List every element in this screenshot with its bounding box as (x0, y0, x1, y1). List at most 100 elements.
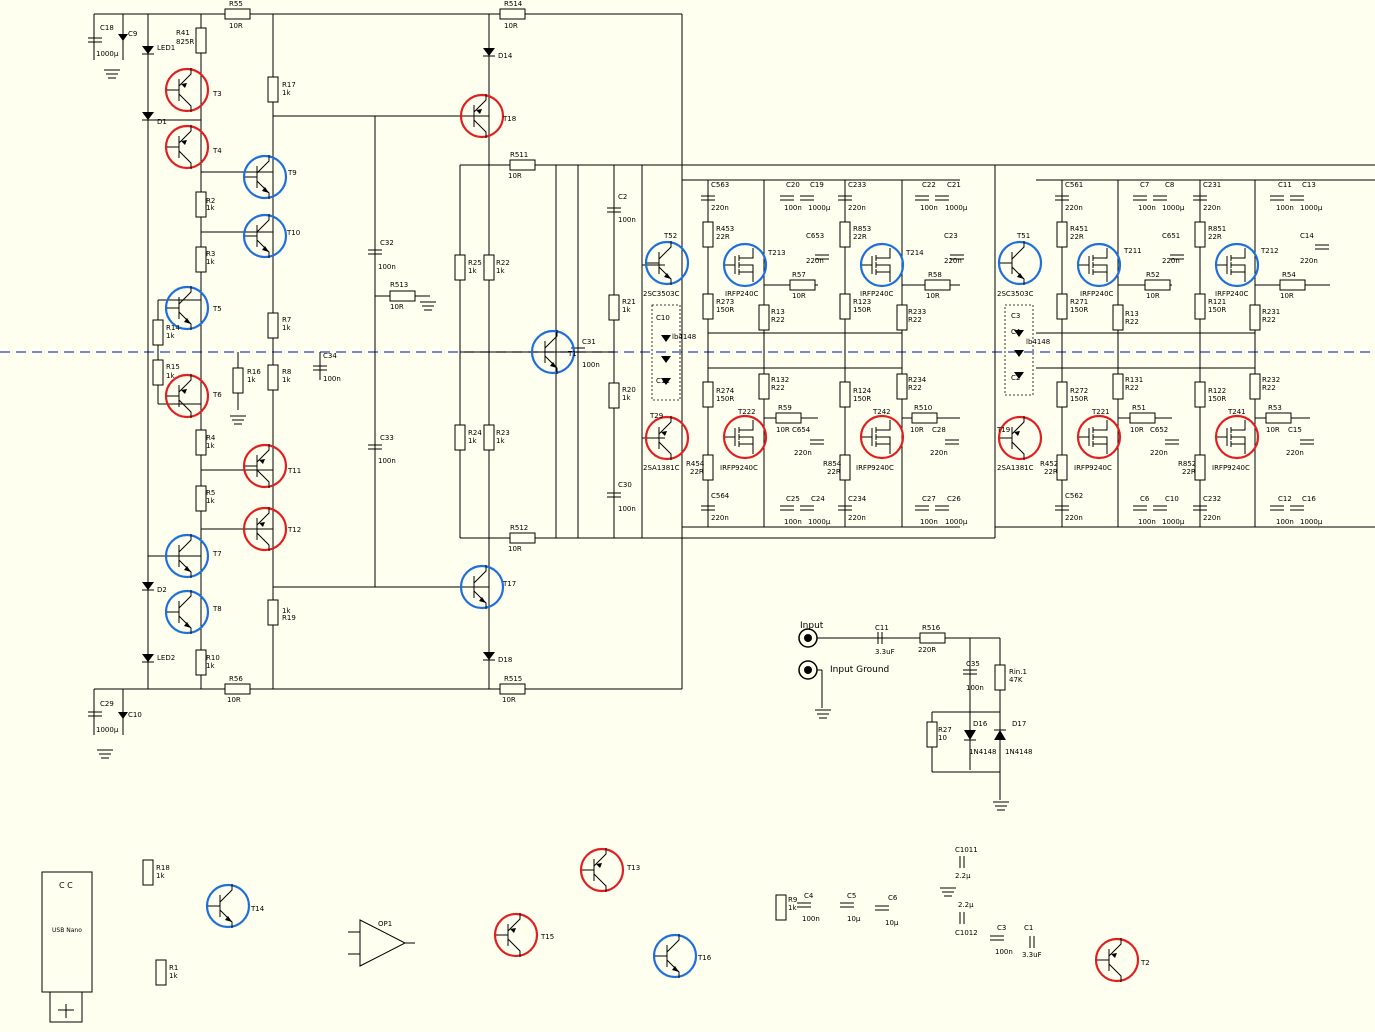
label-c5-value: 10µ (847, 915, 861, 923)
label-r52: R52 (1146, 271, 1160, 279)
label-r451: R451 (1070, 225, 1088, 233)
label-c562-value: 220n (1065, 514, 1083, 522)
resistors-h (224, 8, 1306, 695)
label-t214: T214 (905, 249, 924, 257)
label-t52-type: 2SC3503C (643, 290, 680, 298)
transistor-t52 (644, 240, 690, 286)
label-r41: R41 (176, 29, 190, 37)
label-t212: T212 (1260, 247, 1279, 255)
label-c1-value: 3.3uF (1022, 951, 1042, 959)
label-c563: C563 (711, 181, 729, 189)
label-r451-value: 22R (1070, 233, 1084, 241)
label-r123-value: 150R (853, 306, 871, 314)
transistor-t2 (1094, 937, 1140, 983)
label-c34-value: 100n (323, 375, 341, 383)
label-r9-value: 1k (788, 904, 797, 912)
label-r453: R453 (716, 225, 734, 233)
label-r232: R232 (1262, 376, 1280, 384)
label-c234-value: 220n (848, 514, 866, 522)
transistor-t5 (164, 285, 210, 331)
label-c3: C3 (997, 924, 1006, 932)
label-c7: C7 (1140, 181, 1149, 189)
label-r852: R852 (1178, 460, 1196, 468)
label-r232-value: R22 (1262, 384, 1276, 392)
label-c34: C34 (323, 352, 337, 360)
label-t222: T222 (737, 408, 756, 416)
input-jacks[interactable] (798, 628, 818, 680)
transistor-t4 (164, 124, 210, 170)
label-r272: R272 (1070, 387, 1088, 395)
label-r59-value: 10R (776, 426, 790, 434)
label-r121: R121 (1208, 298, 1226, 306)
label-c10x: C10 (128, 711, 142, 719)
label-c4-value: 100n (802, 915, 820, 923)
usb-nano-module (41, 871, 93, 1023)
label-t17: T17 (502, 580, 516, 588)
label-r3: R3 (206, 250, 215, 258)
label-c28: C28 (932, 426, 946, 434)
label-c653-value: 220n (806, 257, 824, 265)
label-r452: R452 (1040, 460, 1058, 468)
label-lb4148-1: lb4148 (672, 333, 696, 341)
label-c653: C653 (806, 232, 824, 240)
label-t3: T3 (212, 90, 222, 98)
label-c10-diode: C10 (656, 314, 670, 322)
label-d17-value: 1N4148 (1005, 748, 1033, 756)
mosfet-t221 (1076, 414, 1122, 460)
label-r14: R14 (166, 324, 180, 332)
mosfet-t213 (722, 242, 768, 288)
label-c11-value: 100n (1276, 204, 1294, 212)
label-cc: C C (59, 881, 73, 890)
label-r5: R5 (206, 489, 215, 497)
label-c18-value: 1000µ (96, 50, 119, 58)
label-t13: T13 (626, 864, 640, 872)
label-r512-value: 10R (508, 545, 522, 553)
label-d18: D18 (498, 656, 512, 664)
label-c14-value: 220n (1300, 257, 1318, 265)
label-r17: R17 (282, 81, 296, 89)
label-c2-value: 100n (618, 216, 636, 224)
label-r58-value: 10R (926, 292, 940, 300)
label-c4: C4 (804, 892, 814, 900)
label-c21: C21 (947, 181, 961, 189)
label-r55-value: 10R (229, 22, 243, 30)
label-op1: OP1 (378, 920, 392, 928)
label-t6: T6 (212, 391, 222, 399)
label-r21-value: 1k (622, 306, 631, 314)
label-c26-value: 1000µ (945, 518, 968, 526)
label-r511-value: 10R (508, 172, 522, 180)
label-c564-value: 220n (711, 514, 729, 522)
label-d14: D14 (498, 52, 513, 60)
transistor-t13 (579, 847, 625, 893)
label-r453-value: 22R (716, 233, 730, 241)
labels-left: R55 10R R514 10R C18 1000µ C9 R41 825R L… (96, 0, 636, 734)
label-r510-value: 10R (910, 426, 924, 434)
label-t15: T15 (540, 933, 554, 941)
label-t5: T5 (212, 305, 222, 313)
label-r515: R515 (504, 675, 522, 683)
label-r513: R513 (390, 281, 408, 289)
label-r124: R124 (853, 387, 872, 395)
label-c233-value: 220n (848, 204, 866, 212)
label-c1011: C1011 (955, 846, 978, 854)
label-r56-value: 10R (227, 696, 241, 704)
label-c16: C16 (1302, 495, 1316, 503)
label-c1: C1 (1024, 924, 1033, 932)
label-c1012-value: 2.2µ (958, 901, 974, 909)
label-t16: T16 (697, 954, 712, 962)
label-c4-diode: C4 (1011, 328, 1021, 336)
diode-box-1 (651, 304, 681, 401)
label-c3-diode: C3 (1011, 312, 1020, 320)
label-irfp240c-2: IRFP240C (860, 290, 894, 298)
label-c28-value: 220n (930, 449, 948, 457)
label-r8-value: 1k (282, 376, 291, 384)
label-d2: D2 (157, 586, 167, 594)
label-c19-value: 1000µ (808, 204, 831, 212)
label-c27-value: 100n (920, 518, 938, 526)
labels-input: Input Input Ground C11 3.3uF R516 220R C… (800, 621, 1033, 756)
label-r20-value: 1k (622, 394, 631, 402)
label-r515-value: 10R (502, 696, 516, 704)
label-r59: R59 (778, 404, 792, 412)
label-c6b-value: 10µ (885, 919, 899, 927)
label-c9x: C9 (128, 30, 137, 38)
